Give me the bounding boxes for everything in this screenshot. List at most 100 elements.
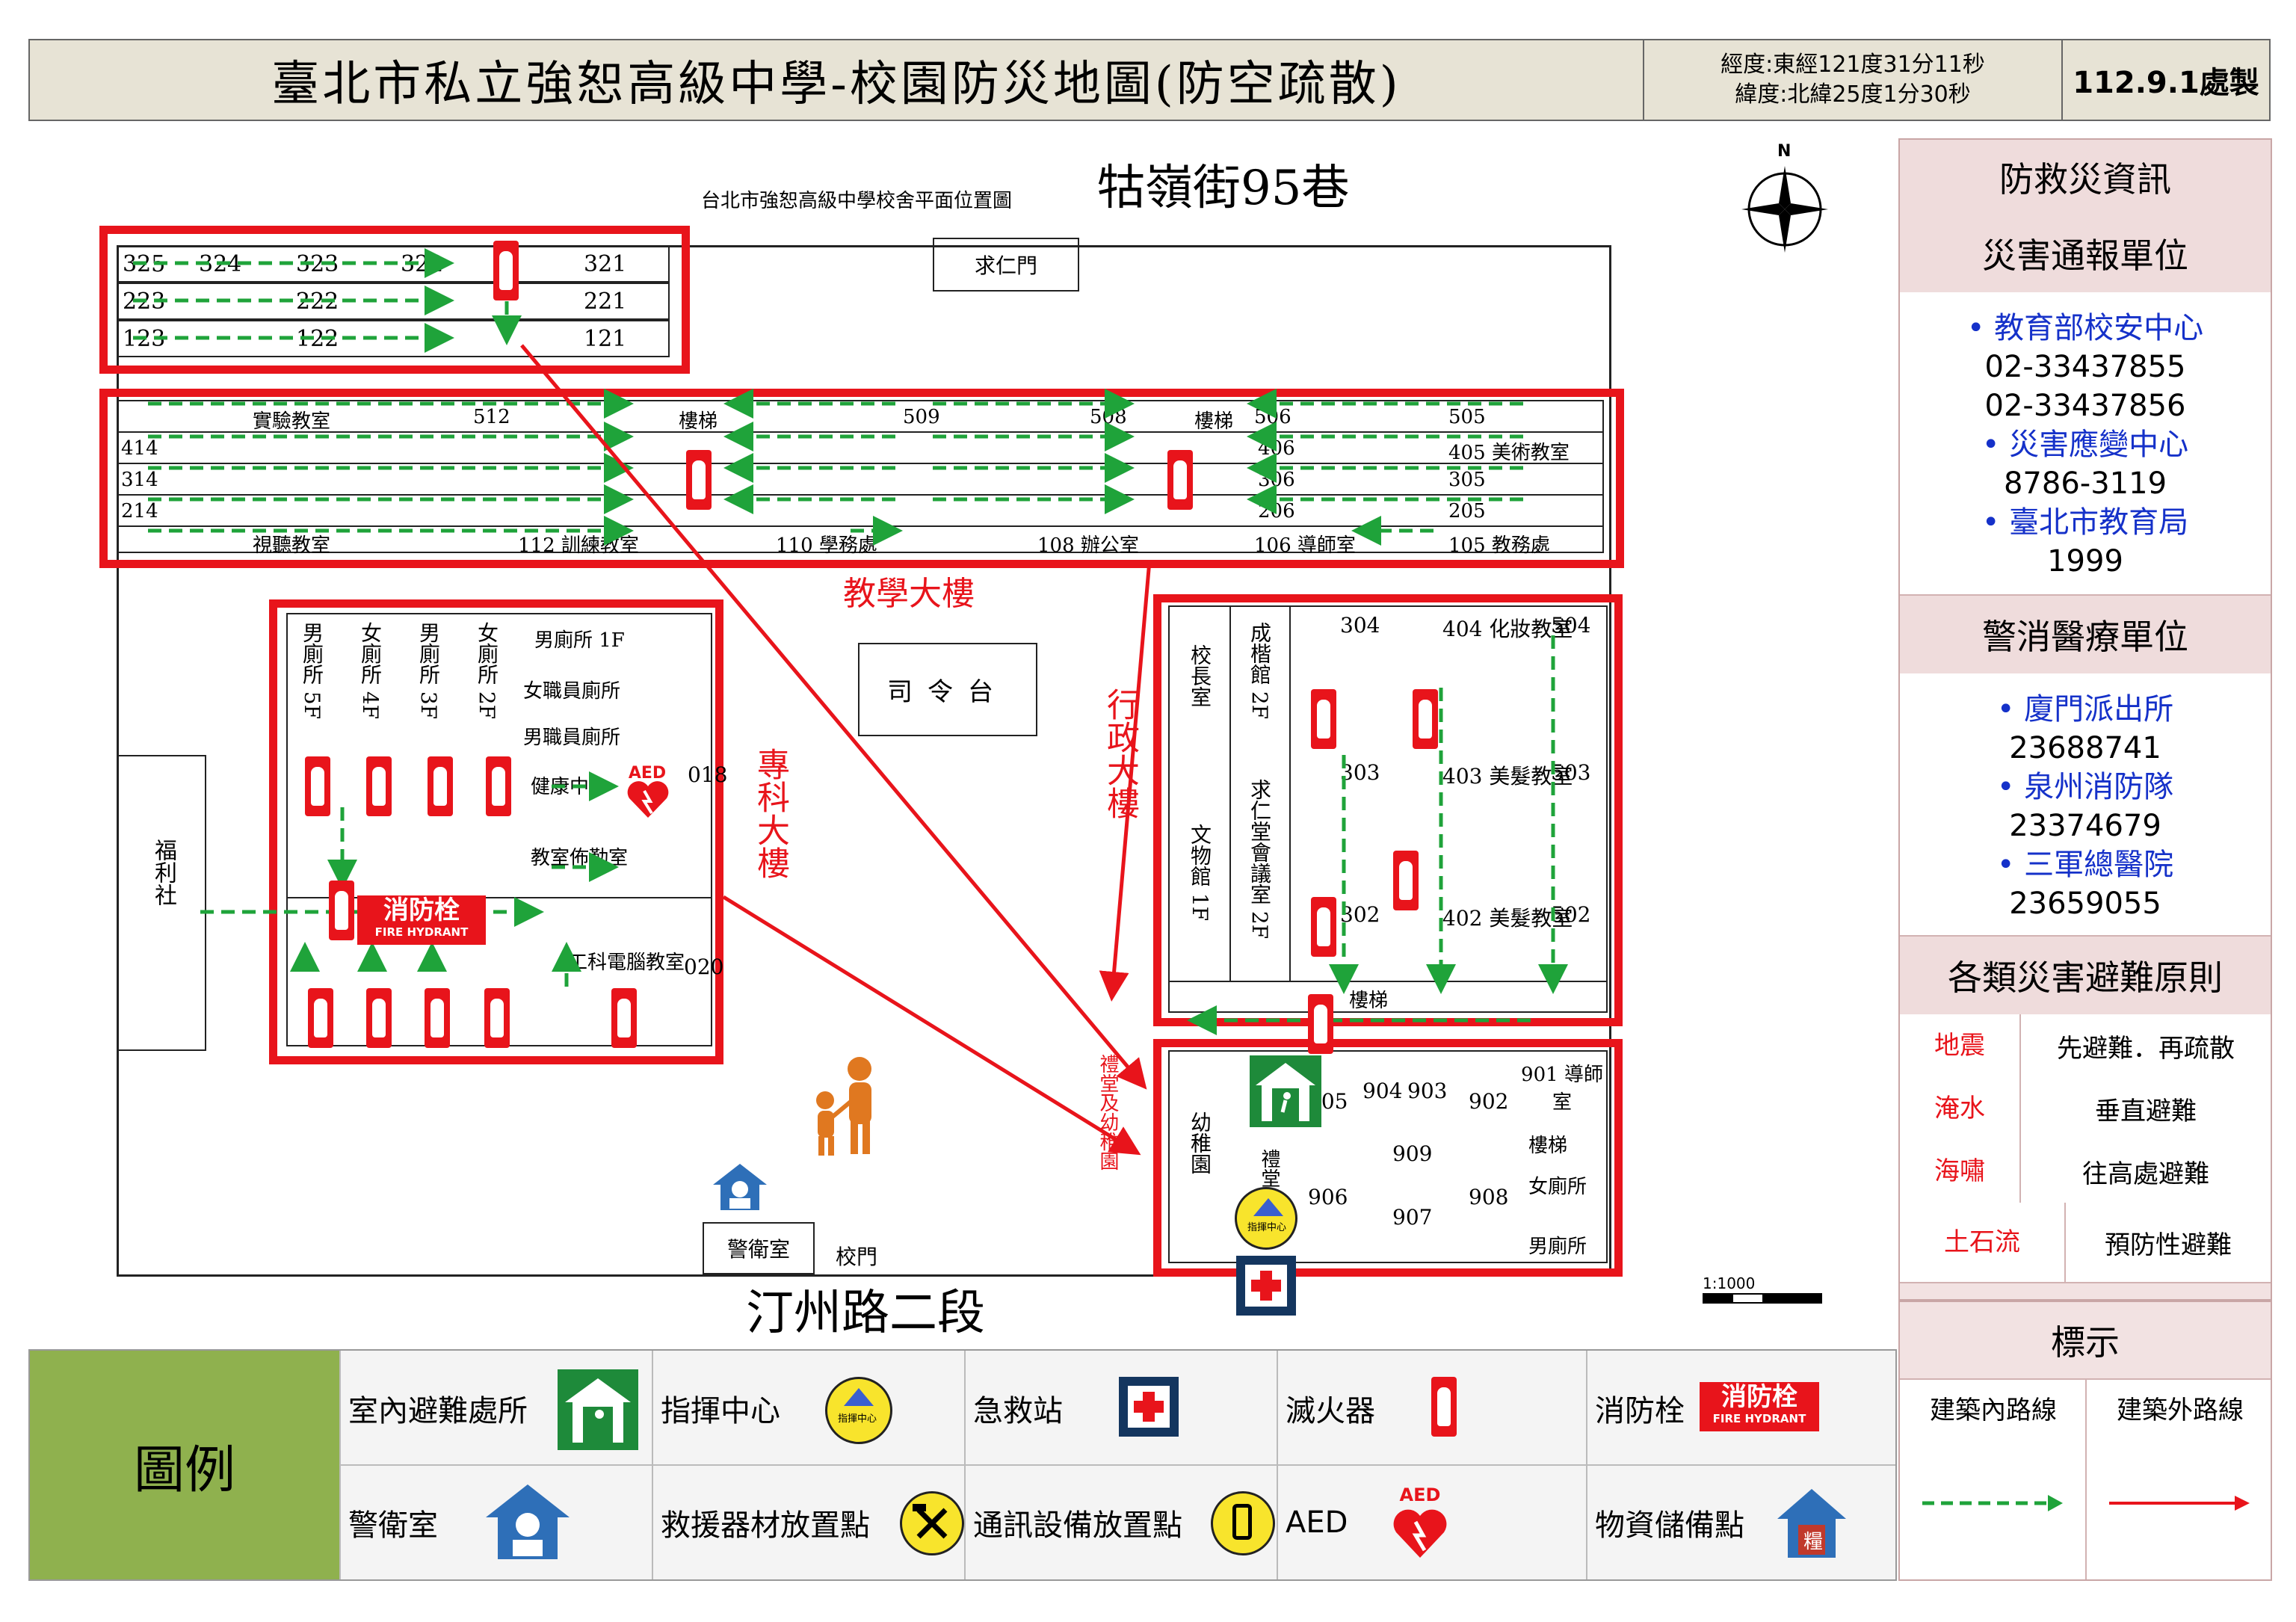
tb-512: 512 — [473, 406, 510, 428]
route-out-label: 建築外路線 — [2117, 1396, 2244, 1425]
rescue-tools-icon — [900, 1491, 964, 1555]
issue-date: 112.9.1處製 — [2073, 66, 2259, 100]
vb-men-3f: 男廁所 3F — [416, 622, 441, 720]
tb-314: 314 — [121, 469, 158, 491]
ab-403: 403 美髮教室 — [1442, 764, 1573, 789]
vb-women-2f: 女廁所 2F — [475, 622, 499, 720]
admin-building-redbox — [1153, 594, 1623, 1026]
report-unit-phone: 02-33437855 — [1984, 350, 2186, 384]
room-221: 221 — [584, 289, 627, 315]
tb-414: 414 — [121, 437, 158, 460]
kg-kindergarten: 幼稚園 — [1188, 1111, 1212, 1174]
vb-men-5f: 男廁所 5F — [300, 622, 324, 720]
latitude: 緯度:北緯25度1分30秒 — [1735, 81, 1971, 108]
extinguisher-icon — [686, 450, 712, 510]
hydrant-map-sub: FIRE HYDRANT — [374, 925, 469, 939]
teaching-building-redbox — [99, 389, 1624, 568]
ab-303: 303 — [1340, 760, 1380, 785]
extinguisher-icon — [611, 988, 637, 1048]
extinguisher-icon — [1311, 689, 1336, 749]
report-unit-name: • 教育部校安中心 — [1966, 311, 2204, 345]
kg-901: 901 導師室 — [1521, 1064, 1603, 1114]
route-in: 建築內路線 — [1900, 1380, 2087, 1579]
legend-item-comm-equipment: 通訊設備放置點 — [964, 1465, 1278, 1579]
tb-205: 205 — [1448, 500, 1486, 522]
kg-902: 902 — [1469, 1089, 1509, 1114]
ab-chengkai: 成楷館 2F — [1247, 622, 1272, 720]
scale-label: 1:1000 — [1703, 1274, 1756, 1292]
parent-child-icon — [816, 1057, 871, 1156]
report-unit-phone: 02-33437856 — [1984, 389, 2186, 423]
extinguisher-icon — [1431, 1377, 1457, 1437]
podium: 司令台 — [858, 643, 1037, 736]
extinguisher-icon — [1413, 689, 1438, 749]
legend-item-guard-room: 警衛室 — [339, 1465, 653, 1579]
vb-staff-women: 女職員廁所 — [523, 680, 621, 703]
fire-hydrant-map: 消防栓 FIRE HYDRANT — [357, 895, 486, 945]
admin-building: 校長室 成楷館 2F 304 404 化妝教室 504 文物館 1F 求仁堂會議… — [1168, 605, 1608, 1013]
supply-storage-icon — [1777, 1489, 1846, 1558]
police-units-title: 警消醫療單位 — [1900, 596, 2271, 675]
teaching-building-label: 教學大樓 — [843, 575, 975, 613]
heart-icon — [627, 781, 669, 818]
tb-305: 305 — [1448, 469, 1486, 491]
aed-icon: AED — [1393, 1484, 1447, 1558]
report-unit-phone: 1999 — [2047, 544, 2123, 579]
report-unit-name: • 災害應變中心 — [1981, 428, 2189, 462]
command-center-icon: 指揮中心 — [825, 1377, 892, 1444]
block-top-redbox — [99, 226, 690, 374]
tb-110: 110 學務處 — [776, 534, 877, 557]
extinguisher-icon — [425, 988, 450, 1048]
green-dashed-arrow-icon — [1922, 1495, 2063, 1511]
kg-men-toilet: 男廁所 — [1528, 1236, 1587, 1258]
supply-storage-char: 糧 — [1803, 1531, 1823, 1553]
extinguisher-icon — [1311, 897, 1336, 957]
block-top-row-2 — [117, 283, 670, 320]
panel-title: 防救災資訊 — [1900, 140, 2271, 216]
rule-row: 土石流預防性避難 — [1900, 1203, 2271, 1283]
kg-hall: 禮堂 — [1258, 1149, 1280, 1188]
extinguisher-icon — [484, 988, 510, 1048]
kg-906: 906 — [1308, 1185, 1348, 1209]
police-unit-name: • 三軍總醫院 — [1996, 848, 2174, 882]
legend-item-indoor-refuge: 室內避難處所 — [339, 1351, 653, 1465]
tb-lab: 實驗教室 — [253, 410, 331, 433]
tb-stair-1: 樓梯 — [679, 410, 718, 433]
vb-computer: 工科電腦教室 — [568, 952, 685, 974]
tb-405: 405 美術教室 — [1448, 442, 1570, 464]
hydrant-map-label: 消防栓 — [383, 895, 460, 925]
ab-museum: 文物館 1F — [1188, 824, 1212, 922]
tb-105: 105 教務處 — [1448, 534, 1550, 557]
tb-509: 509 — [903, 406, 940, 428]
ab-402: 402 美髮教室 — [1442, 906, 1573, 931]
extinguisher-icon — [308, 988, 333, 1048]
kg-908: 908 — [1469, 1185, 1509, 1209]
tb-stair-2: 樓梯 — [1194, 410, 1234, 433]
compass-rose-icon — [1741, 166, 1828, 253]
police-unit-phone: 23374679 — [2009, 809, 2161, 843]
police-unit-phone: 23688741 — [2009, 731, 2161, 765]
kindergarten-redbox — [1153, 1039, 1623, 1277]
extinguisher-icon — [366, 756, 392, 816]
compass-n-label: N — [1777, 142, 1792, 161]
extinguisher-icon — [486, 756, 511, 816]
legend-item-fire-hydrant: 消防栓 消防栓 FIRE HYDRANT — [1586, 1351, 1897, 1465]
guard-icon — [486, 1484, 570, 1559]
guard-room: 警衛室 — [703, 1222, 815, 1274]
police-units-list: • 廈門派出所 23688741 • 泉州消防隊 23374679 • 三軍總醫… — [1900, 673, 2271, 937]
police-unit-name: • 泉州消防隊 — [1996, 770, 2174, 804]
rules-title: 各類災害避難原則 — [1900, 937, 2271, 1016]
route-in-label: 建築內路線 — [1930, 1396, 2057, 1425]
tb-106: 106 導師室 — [1254, 534, 1356, 557]
radio-icon — [1211, 1491, 1275, 1555]
extinguisher-icon — [493, 241, 519, 300]
extinguisher-icon — [366, 988, 392, 1048]
ab-302: 302 — [1340, 902, 1380, 927]
school-gate: 校門 — [836, 1245, 878, 1269]
guard-map-icon — [712, 1162, 768, 1212]
police-unit-phone: 23659055 — [2009, 886, 2161, 921]
legend-item-supply-storage: 物資儲備點 糧 — [1586, 1465, 1897, 1579]
tb-av-room: 視聽教室 — [253, 534, 331, 557]
legend-item-rescue-equipment: 救援器材放置點 — [652, 1465, 966, 1579]
ab-meeting: 求仁堂會議室 2F — [1247, 779, 1272, 940]
